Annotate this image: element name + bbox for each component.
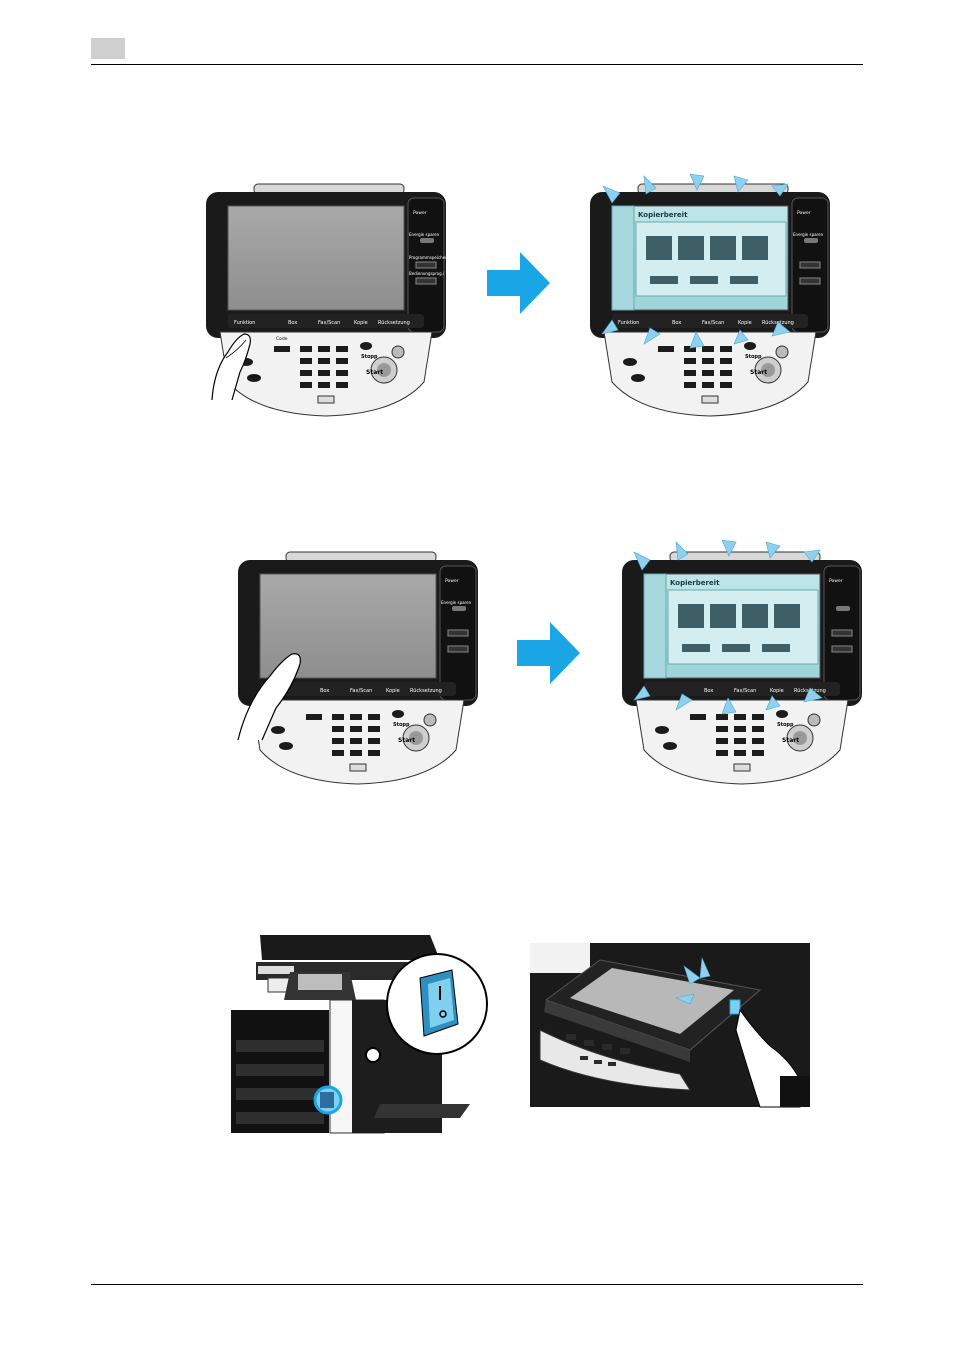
- light-burst-icon-2: [633, 539, 823, 715]
- svg-text:Stopp: Stopp: [361, 354, 378, 360]
- header-rule: [91, 64, 863, 65]
- panel-off-row2: Box Fax/Scan Kopie Rücksetzung Power Ene…: [237, 551, 479, 785]
- svg-text:Power: Power: [445, 578, 459, 584]
- footer-rule: [91, 1284, 863, 1285]
- svg-text:Kopie: Kopie: [354, 320, 368, 326]
- copier-machine-illustration: [231, 918, 488, 1134]
- svg-text:Hilfe: Hilfe: [250, 374, 260, 380]
- panel-off-row1: Funktion Box Fax/Scan Kopie Rücksetzung …: [205, 183, 447, 417]
- svg-text:Fax/Scan: Fax/Scan: [350, 688, 372, 694]
- svg-text:Stopp: Stopp: [777, 722, 794, 728]
- svg-text:Energie sparen: Energie sparen: [409, 232, 440, 237]
- arrow-right-icon: [487, 252, 550, 314]
- svg-text:Kopierbereit: Kopierbereit: [638, 211, 688, 219]
- svg-text:Kopie: Kopie: [738, 320, 752, 326]
- svg-text:Stopp: Stopp: [393, 722, 410, 728]
- finger-touching-screen: [237, 653, 301, 741]
- svg-text:Rücksetzung: Rücksetzung: [410, 688, 442, 694]
- svg-text:Fax/Scan: Fax/Scan: [734, 688, 756, 694]
- chapter-number-box: [91, 38, 125, 59]
- svg-text:Start: Start: [366, 369, 383, 376]
- svg-text:Start: Start: [398, 737, 415, 744]
- svg-text:Funktion: Funktion: [234, 320, 255, 326]
- svg-text:Kopie: Kopie: [770, 688, 784, 694]
- arrow-right-icon-2: [517, 622, 580, 684]
- control-panel-closeup: [530, 943, 810, 1108]
- svg-text:Kopie: Kopie: [386, 688, 400, 694]
- finger-pressing-button: [211, 333, 251, 401]
- svg-text:Box: Box: [704, 688, 713, 694]
- svg-text:Bedienungsprog./: Bedienungsprog./: [409, 271, 445, 276]
- svg-text:Kopierbereit: Kopierbereit: [670, 579, 720, 587]
- svg-text:Funktion: Funktion: [618, 320, 639, 326]
- panel-on-row2: Kopierbereit Box Fax/Scan Kopie Rücksetz…: [621, 551, 863, 785]
- svg-text:Code: Code: [276, 336, 288, 342]
- svg-text:Fax/Scan: Fax/Scan: [318, 320, 340, 326]
- svg-text:Energie sparen: Energie sparen: [441, 600, 472, 605]
- svg-text:Box: Box: [288, 320, 297, 326]
- svg-text:Energie sparen: Energie sparen: [793, 232, 824, 237]
- svg-text:Power: Power: [829, 578, 843, 584]
- panel-on-row1: Kopierbereit Funktion Box Fax/Scan Kopie…: [589, 183, 831, 417]
- svg-text:Programmspeicher: Programmspeicher: [409, 255, 447, 260]
- svg-text:Power: Power: [413, 210, 427, 216]
- svg-text:Rücksetzung: Rücksetzung: [378, 320, 410, 326]
- svg-text:Start: Start: [750, 369, 767, 376]
- svg-text:Box: Box: [672, 320, 681, 326]
- svg-text:Stopp: Stopp: [745, 354, 762, 360]
- light-burst-icon: [601, 173, 791, 349]
- svg-text:Box: Box: [320, 688, 329, 694]
- svg-text:Fax/Scan: Fax/Scan: [702, 320, 724, 326]
- svg-text:Start: Start: [782, 737, 799, 744]
- svg-text:Power: Power: [797, 210, 811, 216]
